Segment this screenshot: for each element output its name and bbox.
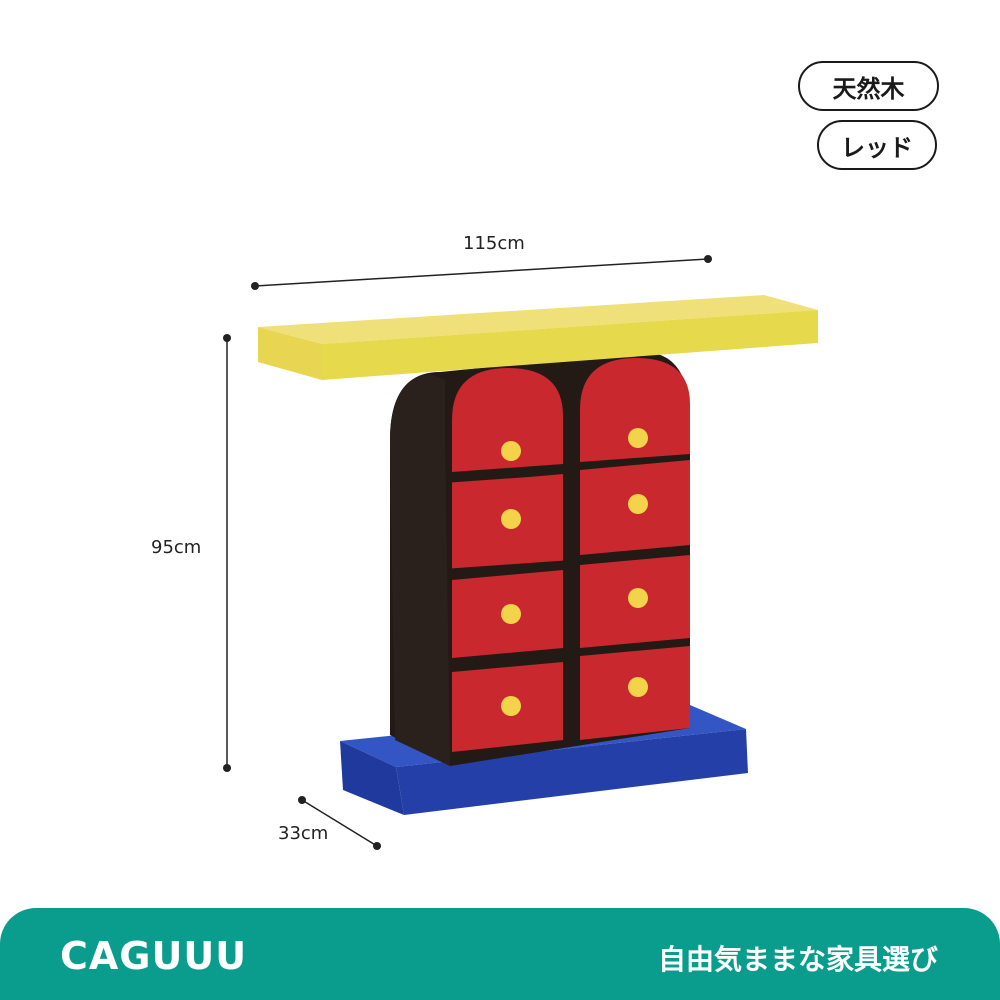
- drawer-knobs: [501, 428, 648, 716]
- option-red-label: レッド: [841, 133, 913, 162]
- width-label: 115cm: [463, 233, 525, 254]
- width-dimension-line: [251, 255, 712, 290]
- brand-logo: CAGUUU: [60, 934, 248, 978]
- height-label: 95cm: [151, 537, 202, 558]
- depth-label: 33cm: [278, 823, 329, 844]
- footer-bar: [0, 908, 1000, 1000]
- option-natural-wood-pill[interactable]: 天然木: [798, 61, 939, 111]
- option-red-pill[interactable]: レッド: [817, 120, 937, 170]
- depth-dimension-line: [298, 796, 381, 850]
- yellow-top-board: [258, 295, 818, 380]
- footer-tagline: 自由気ままな家具選び: [657, 943, 938, 976]
- height-dimension-line: [223, 334, 231, 772]
- option-natural-wood-label: 天然木: [832, 74, 905, 103]
